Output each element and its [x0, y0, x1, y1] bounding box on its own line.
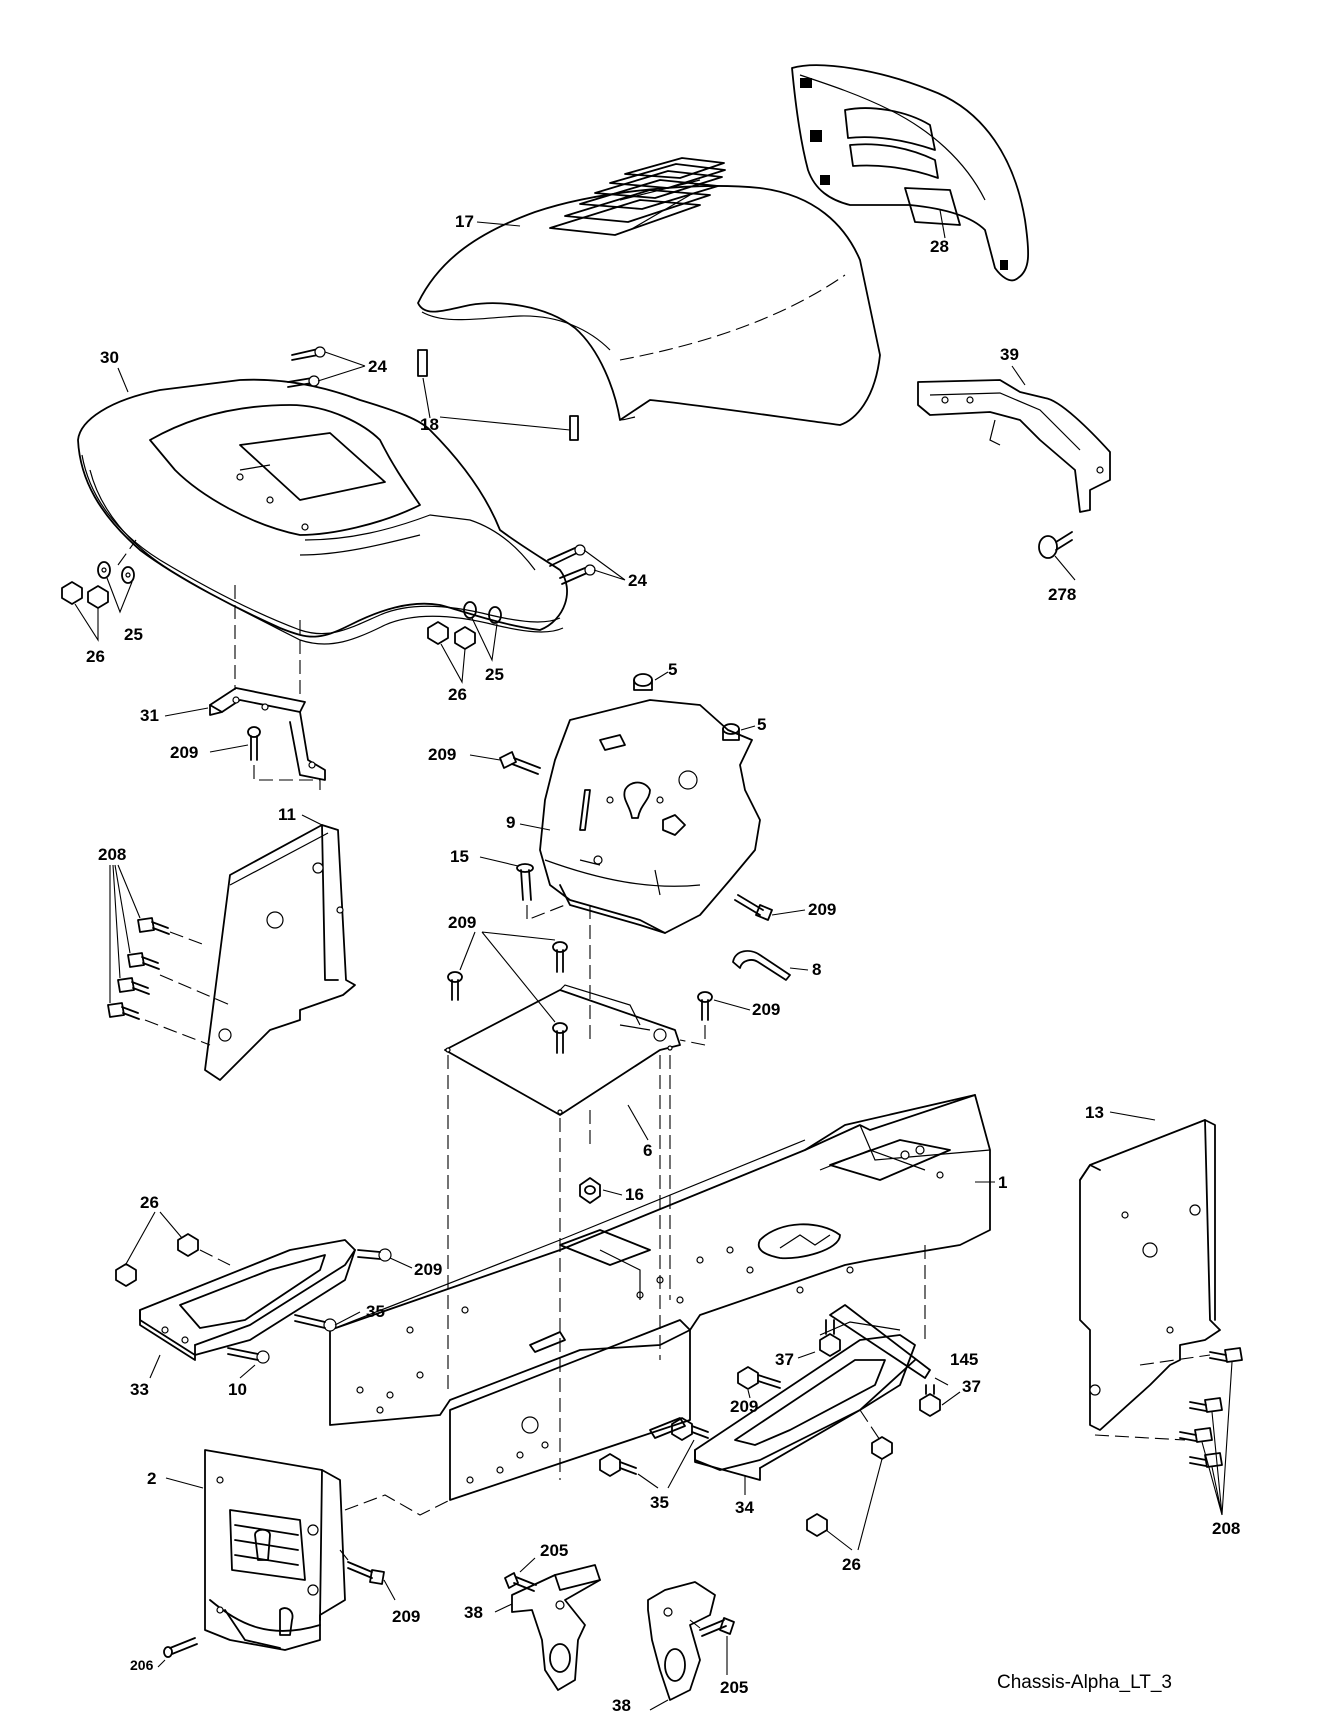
bolt-part-24-upper [287, 346, 366, 388]
callout-209-footrest: 209 [414, 1260, 442, 1279]
callout-25-left: 25 [124, 625, 143, 644]
screw-part-209-e [737, 1366, 781, 1399]
bolt-part-24-right [547, 544, 626, 585]
fender-part-30 [77, 378, 568, 645]
callout-25-right: 25 [485, 665, 504, 684]
bracket-part-38-left [494, 1564, 601, 1691]
screw-part-205-b [689, 1617, 735, 1675]
dash-panel-part-9 [539, 699, 761, 934]
clip-part-18 [417, 349, 579, 441]
footrest-part-33 [139, 1239, 356, 1379]
callout-8: 8 [812, 960, 821, 979]
callout-206: 206 [130, 1657, 154, 1673]
bolts-part-208-right [1094, 1347, 1243, 1516]
callout-145: 145 [950, 1350, 978, 1369]
callout-31: 31 [140, 706, 159, 725]
callout-33: 33 [130, 1380, 149, 1399]
callout-205-lower: 205 [720, 1678, 748, 1697]
hood-vent-slots [549, 157, 726, 236]
side-panel-part-11 [204, 814, 356, 1081]
knob-part-278 [1038, 531, 1076, 581]
side-panel-part-13 [1079, 1111, 1221, 1431]
callout-37-upper: 37 [775, 1350, 794, 1369]
bracket-part-31 [164, 585, 326, 781]
rod-part-145 [829, 1304, 949, 1386]
grommet-part-5 [633, 671, 756, 741]
callout-209-panel-right: 209 [808, 900, 836, 919]
bracket-part-38-right [647, 1581, 716, 1711]
front-panel-part-2 [165, 1449, 451, 1651]
nut-part-16 [579, 1177, 623, 1204]
callout-5-lower: 5 [757, 715, 766, 734]
screw-part-209-f [339, 1549, 396, 1601]
frame-part-1 [329, 1094, 995, 1501]
callout-38-left: 38 [464, 1603, 483, 1622]
callout-37-lower: 37 [962, 1377, 981, 1396]
callout-34: 34 [735, 1498, 754, 1517]
nuts-washers-right [427, 601, 502, 684]
callout-18: 18 [420, 415, 439, 434]
callout-30: 30 [100, 348, 119, 367]
callout-209-plate-right: 209 [752, 1000, 780, 1019]
callout-10: 10 [228, 1380, 247, 1399]
callout-209-plate: 209 [448, 913, 476, 932]
alignment-lines [447, 1055, 671, 1480]
callout-2: 2 [147, 1469, 156, 1488]
callout-1: 1 [998, 1173, 1007, 1192]
bracket-part-39 [917, 379, 1111, 513]
callout-205-upper: 205 [540, 1541, 568, 1560]
callout-5-upper: 5 [668, 660, 677, 679]
callout-17: 17 [455, 212, 474, 231]
screw-part-205-a [504, 1557, 537, 1592]
callout-208-left: 208 [98, 845, 126, 864]
nuts-part-26-right [806, 1436, 893, 1551]
callout-26-footrest-left: 26 [140, 1193, 159, 1212]
callout-35-left: 35 [366, 1302, 385, 1321]
callout-labels: 17 28 30 24 24 18 39 278 25 26 25 26 5 5… [86, 209, 1240, 1715]
screw-part-209-d [679, 991, 751, 1046]
bolts-footrest-left [227, 1248, 413, 1379]
callout-209-panel-upper: 209 [428, 745, 456, 764]
callout-11: 11 [278, 805, 296, 824]
callout-13: 13 [1085, 1103, 1104, 1122]
callout-208-right: 208 [1212, 1519, 1240, 1538]
callout-16: 16 [625, 1185, 644, 1204]
callout-26-right: 26 [448, 685, 467, 704]
callout-28: 28 [930, 237, 949, 256]
bolts-part-35-right [599, 1417, 709, 1489]
screws-part-209-plate [447, 931, 568, 1054]
clip-part-8 [732, 950, 809, 981]
screw-part-209-b [469, 751, 541, 775]
callout-39: 39 [1000, 345, 1019, 364]
callout-209-front: 209 [392, 1607, 420, 1626]
bolts-part-37 [797, 1319, 961, 1417]
callout-38-right: 38 [612, 1696, 631, 1715]
callout-26-left: 26 [86, 647, 105, 666]
bolts-part-208-left [107, 864, 231, 1046]
callout-35-right: 35 [650, 1493, 669, 1512]
callout-15: 15 [450, 847, 469, 866]
callout-278: 278 [1048, 585, 1076, 604]
callout-9: 9 [506, 813, 515, 832]
diagram-caption: Chassis-Alpha_LT_3 [997, 1672, 1172, 1693]
screw-part-209-c [734, 894, 806, 921]
plate-part-6 [444, 905, 681, 1150]
grille-part-28 [791, 64, 1029, 282]
callout-209-bracket: 209 [170, 743, 198, 762]
screw-part-206 [157, 1637, 198, 1668]
footrest-part-34 [694, 1321, 916, 1495]
callout-24-right: 24 [628, 571, 647, 590]
callout-209-frame: 209 [730, 1397, 758, 1416]
nuts-washers-left [61, 539, 137, 642]
callout-6: 6 [643, 1141, 652, 1160]
hood-part-17 [417, 157, 881, 426]
callout-26-footrest-right: 26 [842, 1555, 861, 1574]
nuts-part-26-left [115, 1211, 231, 1287]
callout-24-upper: 24 [368, 357, 387, 376]
screw-part-209-a [209, 726, 321, 790]
screw-part-15 [479, 856, 566, 921]
